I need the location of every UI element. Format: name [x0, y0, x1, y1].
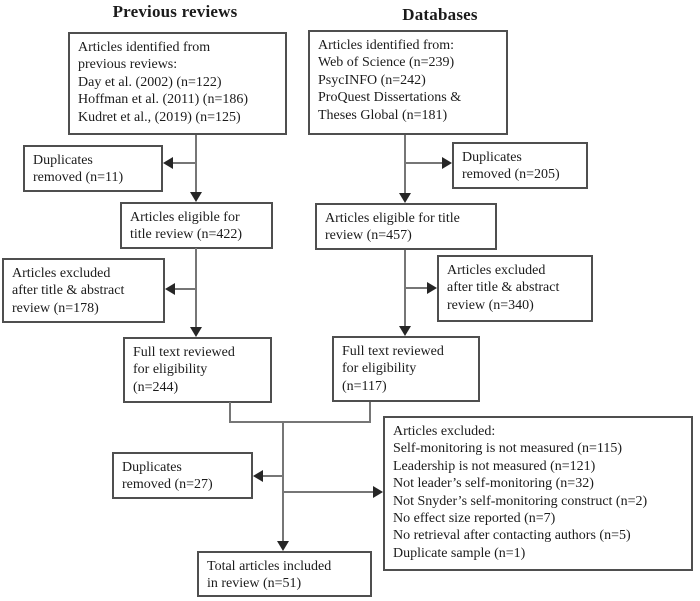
box-articles-identified-previous-reviews: Articles identified from previous review… [68, 32, 287, 135]
connector-branch-excluded-178 [174, 288, 197, 290]
connector-branch-duplicates-205 [405, 162, 443, 164]
connector-merge-horizontal [229, 421, 371, 423]
column-header-databases: Databases [402, 5, 478, 24]
box-eligible-title-review-457: Articles eligible for title review (n=45… [315, 203, 497, 250]
connector-branch-excluded-340 [405, 287, 428, 289]
box-duplicates-removed-205: Duplicates removed (n=205) [452, 142, 588, 189]
connector-branch-duplicates-27 [262, 475, 284, 477]
box-duplicates-removed-27: Duplicates removed (n=27) [112, 452, 253, 499]
arrowhead-down-to-full-text-117-icon [399, 326, 411, 336]
arrowhead-left-to-excluded-178-icon [165, 283, 175, 295]
box-eligible-title-review-422: Articles eligible for title review (n=42… [120, 202, 273, 249]
arrowhead-right-to-duplicates-205-icon [442, 157, 452, 169]
arrowhead-right-to-excluded-340-icon [427, 282, 437, 294]
box-excluded-title-abstract-340: Articles excluded after title & abstract… [437, 255, 593, 322]
box-articles-identified-databases: Articles identified from: Web of Science… [308, 30, 508, 135]
arrowhead-down-to-full-text-244-icon [190, 327, 202, 337]
connector-full-text-117-down [369, 402, 371, 423]
box-articles-excluded-reasons: Articles excluded: Self-monitoring is no… [383, 416, 693, 571]
box-full-text-reviewed-117: Full text reviewed for eligibility (n=11… [332, 336, 480, 402]
connector-merge-down [282, 421, 284, 542]
arrowhead-down-to-title-review-422-icon [190, 192, 202, 202]
column-header-previous-reviews: Previous reviews [112, 2, 238, 21]
connector-prev-top-down [195, 135, 197, 193]
connector-branch-excluded-reasons [283, 491, 374, 493]
box-total-included-51: Total articles included in review (n=51) [197, 551, 372, 597]
connector-branch-duplicates-11 [172, 162, 197, 164]
arrowhead-right-to-excluded-reasons-icon [373, 486, 383, 498]
box-full-text-reviewed-244: Full text reviewed for eligibility (n=24… [123, 337, 272, 403]
box-duplicates-removed-11: Duplicates removed (n=11) [23, 145, 163, 192]
arrowhead-left-to-duplicates-11-icon [163, 157, 173, 169]
arrowhead-left-to-duplicates-27-icon [253, 470, 263, 482]
arrowhead-down-to-title-review-457-icon [399, 193, 411, 203]
arrowhead-down-to-total-51-icon [277, 541, 289, 551]
connector-db-top-down [404, 135, 406, 193]
connector-full-text-244-down [229, 402, 231, 423]
box-excluded-title-abstract-178: Articles excluded after title & abstract… [2, 258, 165, 323]
